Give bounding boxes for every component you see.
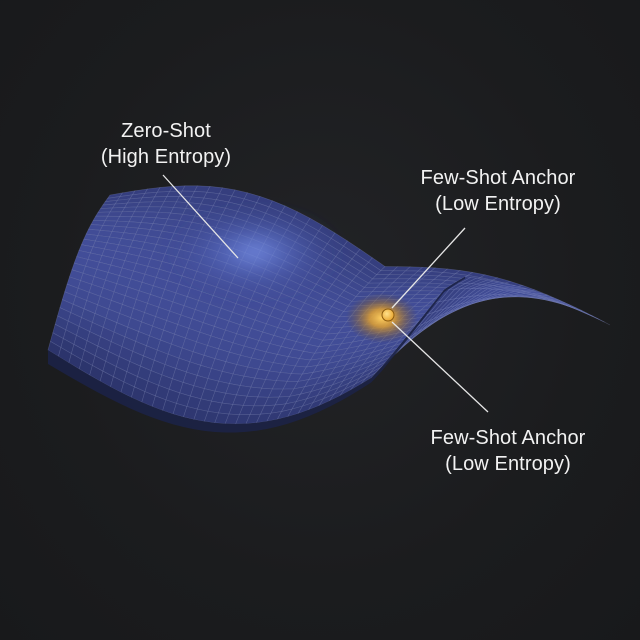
few-shot-anchor-label-lower: Few-Shot Anchor (Low Entropy) <box>390 425 626 477</box>
few-shot-anchor-label-upper: Few-Shot Anchor (Low Entropy) <box>380 165 616 217</box>
leader-line-anchor-upper <box>391 227 466 309</box>
anchor-glow <box>346 293 418 343</box>
few-shot-anchor-subtitle-upper: (Low Entropy) <box>435 193 561 215</box>
loss-surface <box>47 185 611 433</box>
few-shot-anchor-title-upper: Few-Shot Anchor <box>420 167 576 189</box>
few-shot-anchor-title-lower: Few-Shot Anchor <box>430 427 586 449</box>
zero-shot-subtitle: (High Entropy) <box>100 146 232 168</box>
high-entropy-glow <box>167 206 343 298</box>
zero-shot-title: Zero-Shot <box>121 120 211 142</box>
leader-line-anchor-lower <box>391 321 489 413</box>
leader-line-zero-shot <box>162 174 239 259</box>
zero-shot-label: Zero-Shot (High Entropy) <box>48 118 284 170</box>
few-shot-anchor-subtitle-lower: (Low Entropy) <box>445 453 571 475</box>
anchor-point <box>381 308 395 322</box>
